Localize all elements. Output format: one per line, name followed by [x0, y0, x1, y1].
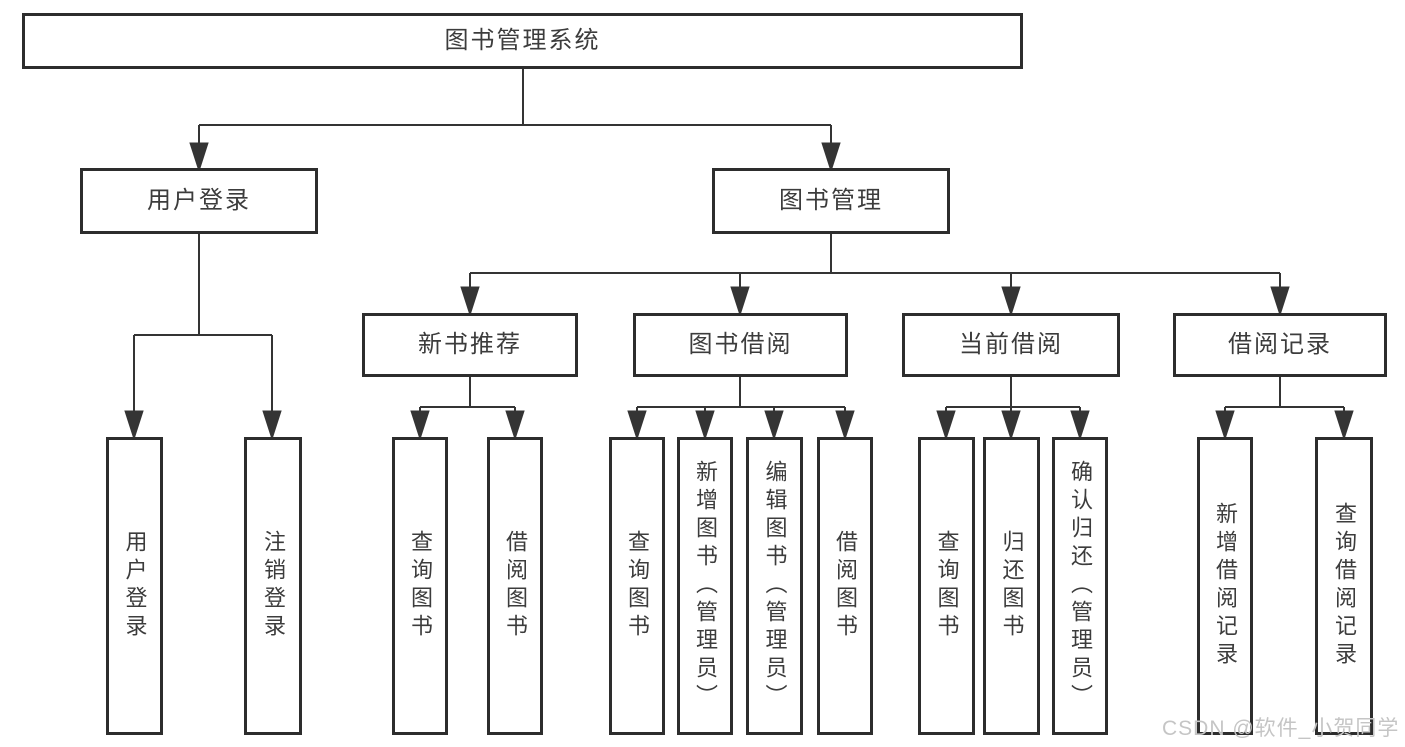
node-label: 确认归还（管理员）: [1068, 460, 1093, 712]
leaf-add-books-admin: 新增图书（管理员）: [677, 437, 733, 735]
node-label: 编辑图书（管理员）: [762, 460, 788, 712]
node-label: 归还图书: [999, 530, 1025, 642]
leaf-borrow-query-books: 查询图书: [609, 437, 665, 735]
node-label: 查询图书: [625, 530, 650, 642]
leaf-user-login: 用户登录: [106, 437, 163, 735]
leaf-return-books: 归还图书: [983, 437, 1040, 735]
node-label: 查询借阅记录: [1332, 502, 1357, 670]
leaf-newbook-query-books: 查询图书: [392, 437, 448, 735]
leaf-newbook-borrow-books: 借阅图书: [487, 437, 543, 735]
node-root-library-system: 图书管理系统: [22, 13, 1023, 69]
node-label: 用户登录: [147, 186, 251, 214]
node-book-management: 图书管理: [712, 168, 950, 234]
leaf-query-borrow-record: 查询借阅记录: [1315, 437, 1373, 735]
node-user-login: 用户登录: [80, 168, 318, 234]
node-label: 图书管理系统: [444, 26, 601, 54]
leaf-confirm-return-admin: 确认归还（管理员）: [1052, 437, 1108, 735]
node-label: 查询图书: [934, 530, 960, 642]
node-book-borrow: 图书借阅: [633, 313, 848, 377]
leaf-edit-books-admin: 编辑图书（管理员）: [746, 437, 803, 735]
node-label: 借阅图书: [833, 530, 858, 642]
node-label: 查询图书: [408, 530, 433, 642]
node-label: 用户登录: [122, 530, 148, 642]
node-label: 新书推荐: [418, 330, 522, 358]
node-current-borrow: 当前借阅: [902, 313, 1120, 377]
node-label: 新增图书（管理员）: [693, 460, 718, 712]
csdn-watermark: CSDN @软件_小贺同学: [1162, 717, 1400, 740]
leaf-current-query-books: 查询图书: [918, 437, 975, 735]
node-label: 图书借阅: [688, 330, 793, 358]
node-label: 借阅记录: [1228, 330, 1332, 358]
leaf-logout: 注销登录: [244, 437, 302, 735]
node-new-book-recommend: 新书推荐: [362, 313, 578, 377]
node-label: 注销登录: [261, 530, 286, 642]
leaf-add-borrow-record: 新增借阅记录: [1197, 437, 1253, 735]
node-label: 当前借阅: [959, 330, 1063, 358]
leaf-borrow-books: 借阅图书: [817, 437, 873, 735]
node-label: 新增借阅记录: [1213, 502, 1238, 670]
node-label: 图书管理: [779, 186, 883, 214]
node-label: 借阅图书: [503, 530, 528, 642]
node-borrow-record: 借阅记录: [1173, 313, 1387, 377]
